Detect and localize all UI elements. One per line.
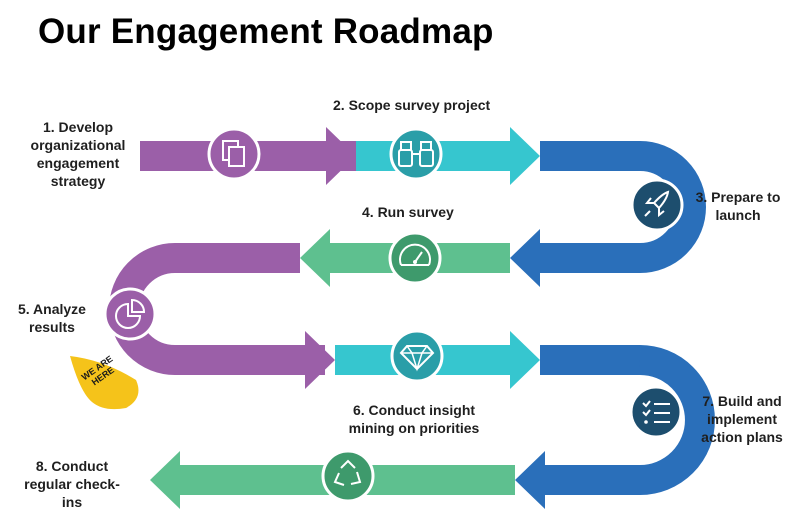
diamond-icon [390, 329, 444, 383]
pie-chart-icon [103, 287, 157, 341]
we-are-here-badge [70, 356, 139, 410]
row-1-teal-arrowhead [510, 127, 540, 185]
row-1-purple-arrowhead [326, 127, 356, 185]
checklist-icon [629, 385, 683, 439]
right-bend-2 [639, 345, 715, 495]
recycle-icon [321, 449, 375, 503]
row-2-purple-segment [175, 243, 300, 273]
arrow-row-4 [150, 451, 640, 509]
step-5-label: 5. Analyze results [18, 301, 86, 335]
step-1-label: 1. Develop organizational engagement str… [30, 119, 126, 189]
row-3-blue-segment [540, 345, 640, 375]
row-1-blue-segment [540, 141, 640, 171]
rocket-icon [630, 178, 684, 232]
row-2-blue-segment [540, 243, 640, 273]
binoculars-icon [389, 127, 443, 181]
step-6-label: 6. Conduct insight mining on priorities [348, 402, 480, 436]
step-3-label: 3. Prepare to launch [695, 189, 781, 223]
documents-icon [207, 127, 261, 181]
page-title: Our Engagement Roadmap [38, 12, 494, 51]
step-4-label: 4. Run survey [362, 204, 454, 220]
row-4-green-arrowhead [150, 451, 180, 509]
step-8-label: 8. Conduct regular check-ins [24, 458, 120, 510]
step-2-label: 2. Scope survey project [333, 97, 491, 113]
right-bend-1 [639, 141, 706, 273]
step-7-label: 7. Build and implement action plans [701, 393, 783, 445]
row-3-purple-arrowhead [305, 331, 335, 389]
row-4-blue-segment [545, 465, 640, 495]
row-4-blue-arrowhead [515, 451, 545, 509]
row-2-blue-arrowhead [510, 229, 540, 287]
row-3-teal-arrowhead [510, 331, 540, 389]
row-3-purple-segment [175, 345, 325, 375]
row-2-green-arrowhead [300, 229, 330, 287]
gauge-icon [388, 231, 442, 285]
